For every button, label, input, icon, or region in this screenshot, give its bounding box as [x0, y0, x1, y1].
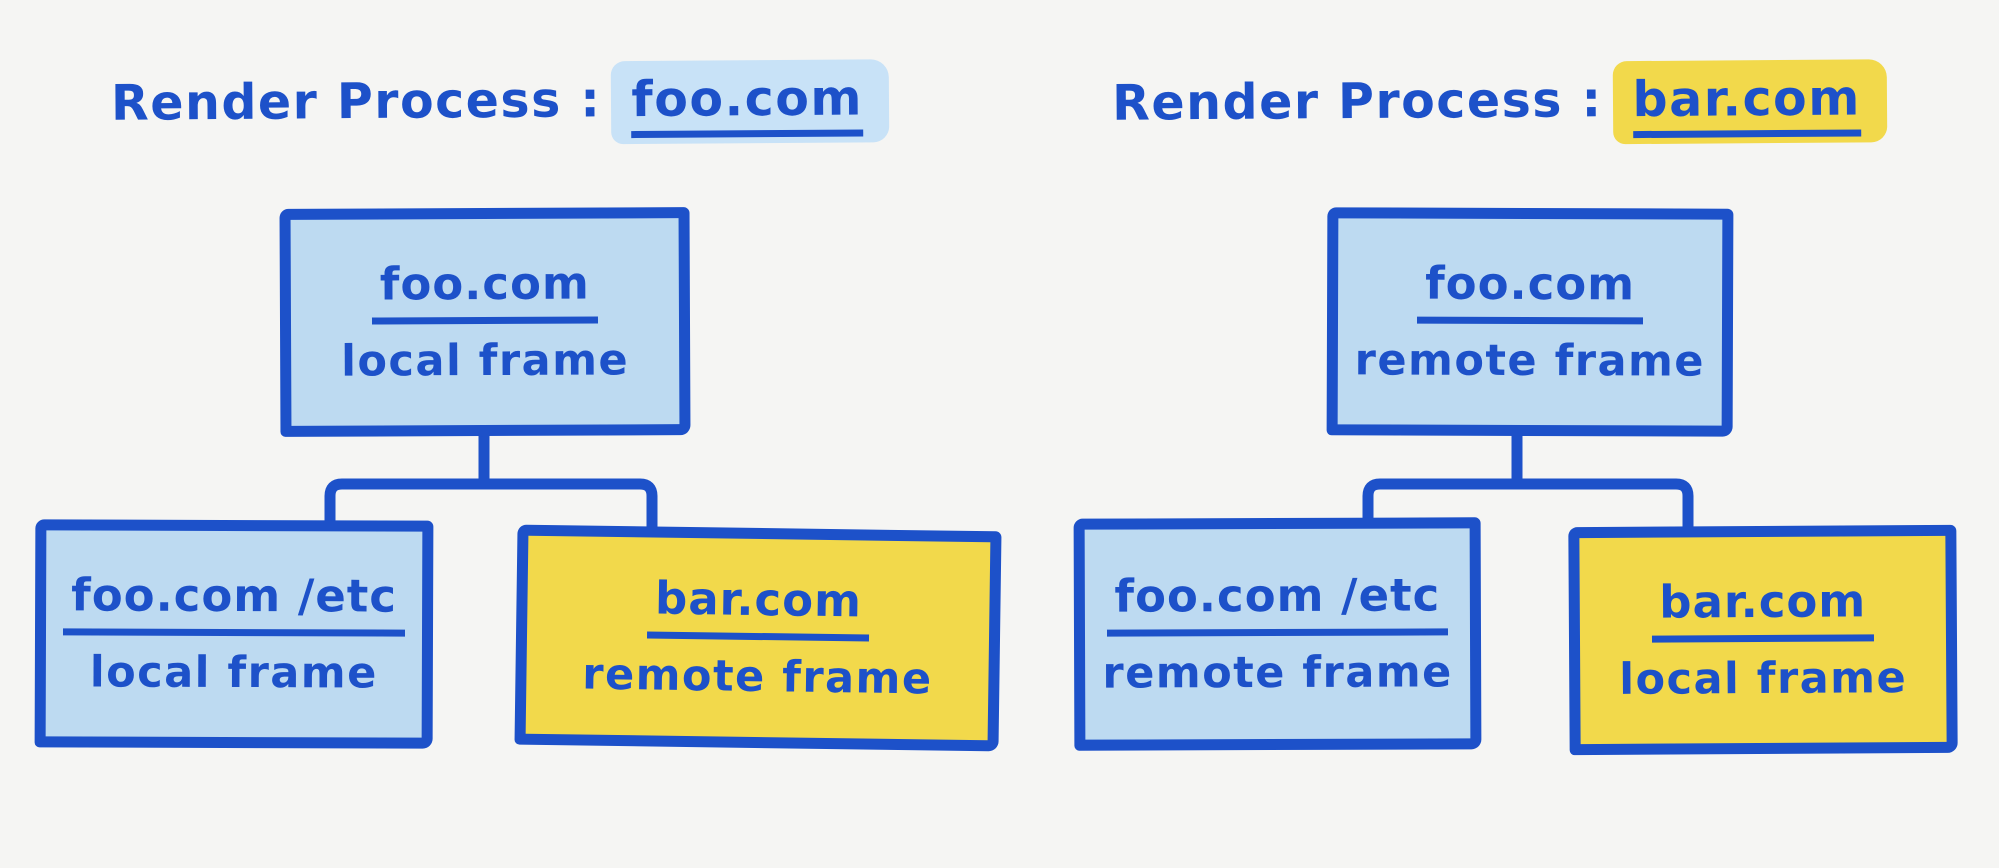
render-process-bar-diagram: Render Process : bar.com foo.com remote f…	[1000, 0, 1999, 868]
diagram-title: Render Process : bar.com	[1000, 59, 1999, 149]
frame-type-label: local frame	[341, 335, 630, 387]
child-frame-node: bar.com remote frame	[514, 524, 1002, 752]
title-domain: bar.com	[1632, 69, 1862, 139]
diagram-title: Render Process : foo.com	[0, 59, 1000, 149]
title-domain-highlight: foo.com	[611, 59, 890, 145]
root-frame-node: foo.com remote frame	[1326, 207, 1734, 437]
child-frame-node: foo.com /etc remote frame	[1073, 517, 1482, 751]
frame-domain: foo.com	[1416, 257, 1644, 325]
frame-type-label: remote frame	[1354, 335, 1706, 387]
child-frame-node: bar.com local frame	[1568, 524, 1958, 756]
frame-domain: foo.com	[371, 257, 598, 325]
render-process-foo-diagram: Render Process : foo.com foo.com local fr…	[0, 59, 1002, 752]
title-domain: foo.com	[631, 69, 864, 139]
frame-type-label: local frame	[1619, 653, 1908, 705]
frame-domain: foo.com /etc	[1106, 568, 1449, 637]
frame-domain: foo.com /etc	[63, 568, 406, 637]
frame-domain: bar.com	[646, 572, 871, 642]
frame-type-label: remote frame	[581, 649, 933, 705]
child-frame-node: foo.com /etc local frame	[34, 519, 434, 749]
frame-type-label: remote frame	[1102, 647, 1453, 699]
title-domain-highlight: bar.com	[1612, 59, 1888, 145]
root-frame-node: foo.com local frame	[279, 207, 691, 437]
frame-domain: bar.com	[1651, 574, 1875, 643]
title-prefix: Render Process :	[110, 71, 602, 132]
title-prefix: Render Process :	[1111, 71, 1603, 132]
frame-type-label: local frame	[89, 647, 378, 699]
